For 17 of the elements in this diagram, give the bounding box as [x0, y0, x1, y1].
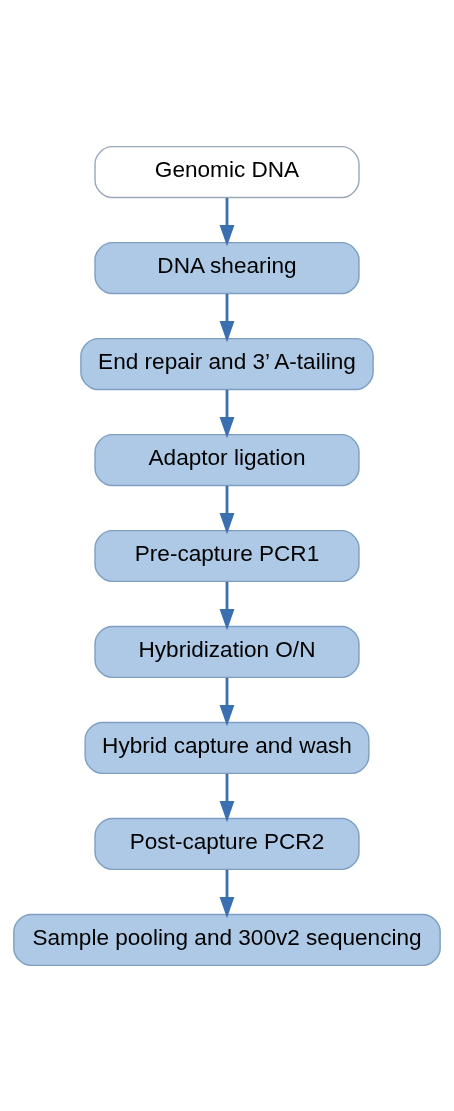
arrow [219, 581, 235, 630]
node-box: Hybridization O/N [94, 625, 360, 678]
node-box: Hybrid capture and wash [84, 721, 370, 774]
arrow [219, 773, 235, 822]
node-box: Sample pooling and 300v2 sequencing [13, 913, 441, 966]
node-box: Genomic DNA [94, 145, 360, 198]
node-box: End repair and 3’ A-tailing [80, 337, 374, 390]
arrow [219, 485, 235, 534]
arrow [219, 389, 235, 438]
arrow [219, 677, 235, 726]
node-box: Pre-capture PCR1 [94, 529, 360, 582]
node-box: DNA shearing [94, 241, 360, 294]
arrow [219, 197, 235, 246]
arrow [219, 293, 235, 342]
node-box: Post-capture PCR2 [94, 817, 360, 870]
node-box: Adaptor ligation [94, 433, 360, 486]
arrow [219, 869, 235, 918]
